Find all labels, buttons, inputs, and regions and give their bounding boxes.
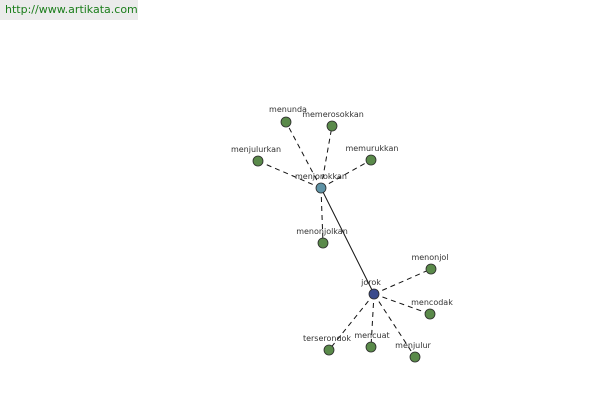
node-label-memurukkan[interactable]: memurukkan [345, 144, 398, 153]
edge-menjorokkan-menjulurkan [257, 160, 322, 189]
node-jorok[interactable] [368, 288, 380, 300]
node-label-memerosokkan[interactable]: memerosokkan [302, 110, 364, 119]
source-url-banner: http://www.artikata.com [0, 0, 138, 20]
edge-jorok-menjulur [373, 293, 416, 358]
node-label-menonjolkan[interactable]: menonjolkan [296, 227, 348, 236]
edge-menjorokkan-memerosokkan [320, 125, 333, 189]
node-menjorokkan[interactable] [315, 182, 327, 194]
node-memurukkan[interactable] [365, 154, 377, 166]
edge-menjorokkan-memurukkan [320, 159, 372, 189]
node-menonjol[interactable] [425, 263, 437, 275]
edge-menjorokkan-menonjolkan [320, 187, 324, 244]
source-url-link[interactable]: http://www.artikata.com [5, 3, 138, 16]
node-label-menunda[interactable]: menunda [269, 105, 307, 114]
node-menjulurkan[interactable] [252, 155, 264, 167]
node-label-menjorokkan[interactable]: menjorokkan [295, 172, 347, 181]
node-label-menjulur[interactable]: menjulur [395, 341, 431, 350]
edge-jorok-terserondok [328, 293, 375, 351]
node-menunda[interactable] [280, 116, 292, 128]
graph-nodes [252, 116, 437, 363]
node-terserondok[interactable] [323, 344, 335, 356]
node-label-mencodak[interactable]: mencodak [411, 298, 453, 307]
edge-menjorokkan-menunda [285, 121, 322, 189]
node-mencuat[interactable] [365, 341, 377, 353]
edge-jorok-menonjol [373, 268, 432, 295]
node-label-jorok[interactable]: jorok [360, 278, 381, 287]
edge-jorok-mencodak [373, 293, 431, 315]
node-label-mencuat[interactable]: mencuat [354, 331, 389, 340]
edge-menjorokkan-jorok [320, 187, 375, 295]
node-memerosokkan[interactable] [326, 120, 338, 132]
node-menjulur[interactable] [409, 351, 421, 363]
graph-edges [257, 121, 432, 358]
node-mencodak[interactable] [424, 308, 436, 320]
node-menonjolkan[interactable] [317, 237, 329, 249]
node-label-menonjol[interactable]: menonjol [411, 253, 448, 262]
node-label-terserondok[interactable]: terserondok [303, 334, 351, 343]
node-label-menjulurkan[interactable]: menjulurkan [231, 145, 281, 154]
